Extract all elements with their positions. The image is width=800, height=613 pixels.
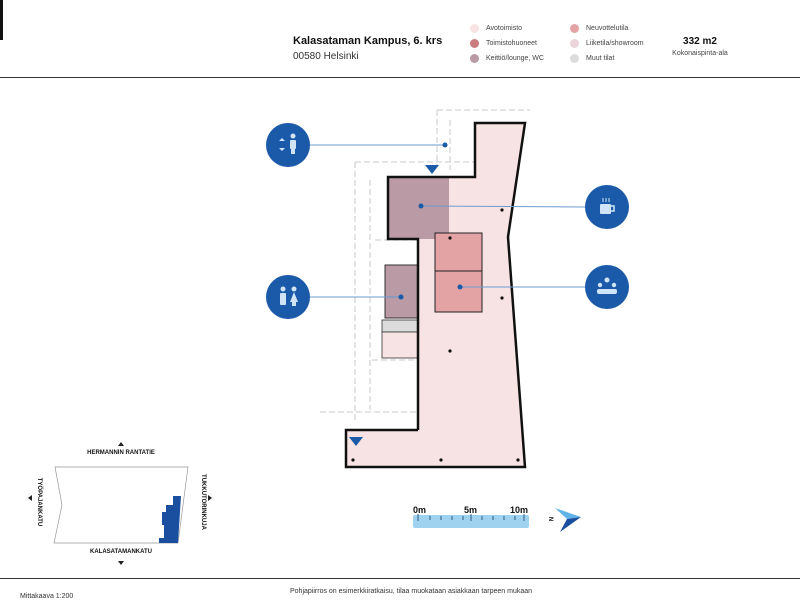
legend-item: Neuvottelutila	[570, 24, 670, 33]
callout-lines	[310, 144, 586, 298]
legend-item: Avotoimisto	[470, 24, 570, 33]
header-divider	[0, 77, 800, 78]
area-value: 332 m2	[683, 36, 717, 47]
legend-label: Liiketila/showroom	[586, 40, 644, 47]
legend-swatch	[570, 54, 579, 63]
address: 00580 Helsinki	[293, 51, 359, 62]
kitchen-lounge-area	[388, 177, 449, 239]
legend-label: Muut tilat	[586, 55, 615, 62]
page-title: Kalasataman Kampus, 6. krs	[293, 35, 443, 47]
meeting-room	[434, 270, 483, 313]
scale-label-10: 10m	[510, 505, 529, 515]
legend-label: Neuvottelutila	[586, 25, 629, 32]
meeting-icon	[585, 265, 629, 309]
footer-divider	[0, 578, 800, 579]
street-south: KALASATAMANKATU	[90, 549, 152, 555]
north-arrow-icon	[555, 508, 581, 532]
legend-swatch	[470, 39, 479, 48]
other-space	[381, 319, 419, 333]
wc-area	[384, 264, 419, 319]
coffee-icon	[585, 185, 629, 229]
legend-label: Keittiö/lounge, WC	[486, 55, 544, 62]
scale-bar	[413, 514, 529, 528]
legend-swatch	[570, 39, 579, 48]
restroom-icon	[266, 275, 310, 319]
legend-swatch	[570, 24, 579, 33]
other-room	[381, 331, 419, 359]
legend-swatch	[470, 24, 479, 33]
north-label: N	[547, 516, 554, 522]
legend-label: Toimistohuoneet	[486, 40, 537, 47]
left-edge-bar	[0, 0, 3, 40]
legend-item: Toimistohuoneet	[470, 39, 570, 48]
meeting-room	[434, 232, 483, 272]
scale-text: Mittakaava 1:200	[20, 593, 74, 600]
site-map	[28, 442, 212, 565]
columns	[351, 208, 520, 462]
entrance-marker-icon	[349, 437, 363, 446]
entrance-marker-icon	[425, 165, 439, 174]
legend-item: Liiketila/showroom	[570, 39, 670, 48]
street-north: HERMANNIN RANTATIE	[87, 450, 155, 456]
scale-label-5: 5m	[464, 505, 478, 515]
legend: Avotoimisto Neuvottelutila Toimistohuone…	[470, 24, 670, 63]
street-west: TYÖPAJANKATU	[36, 477, 42, 527]
scale-label-0: 0m	[413, 505, 427, 515]
area-label: Kokonaispinta-ala	[672, 50, 728, 57]
street-east: TUKKUTORINKUJA	[200, 474, 206, 530]
elevator-icon	[266, 123, 310, 167]
footer-note: Pohjapiirros on esimerkkiratkaisu, tilaa…	[290, 588, 533, 595]
exterior-wall	[344, 121, 527, 469]
legend-label: Avotoimisto	[486, 25, 523, 32]
total-area: 332 m2 Kokonaispinta-ala	[660, 36, 740, 57]
legend-item: Keittiö/lounge, WC	[470, 54, 570, 63]
legend-item: Muut tilat	[570, 54, 670, 63]
legend-swatch	[470, 54, 479, 63]
